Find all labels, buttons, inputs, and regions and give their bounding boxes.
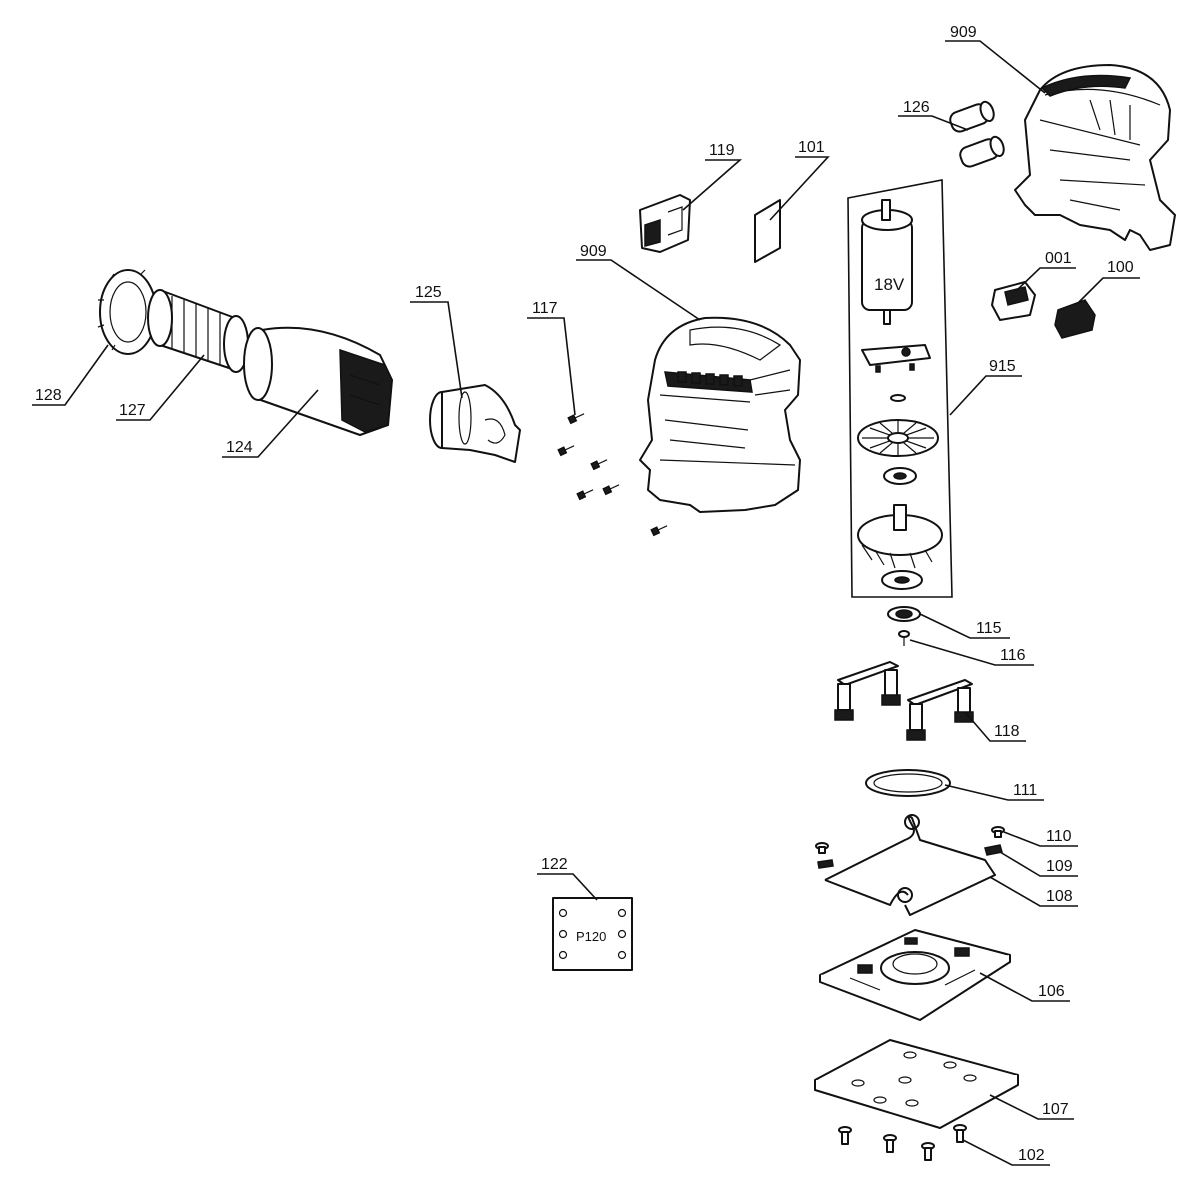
callout-110: 110 [1003,828,1078,847]
callout-909-mid: 909 [576,243,701,321]
callout-label-909-top: 909 [950,24,977,41]
callout-label-108: 108 [1046,888,1073,905]
callout-101: 101 [769,139,830,221]
part-108-spring-frame [824,814,996,916]
part-909-main-housing [639,316,801,513]
callout-116: 116 [909,639,1034,666]
callout-label-106: 106 [1038,983,1065,1000]
callout-102: 102 [962,1139,1050,1166]
callout-label-118: 118 [994,723,1020,740]
callout-128: 128 [32,344,109,406]
callout-108: 108 [989,876,1078,907]
callout-119: 119 [682,142,743,211]
callout-label-116: 116 [1000,647,1026,664]
part-126-carbon-brushes [949,100,1005,168]
callout-label-100: 100 [1107,259,1134,276]
part-909-rear-housing [1014,64,1176,251]
callout-909-top: 909 [945,24,1046,94]
callout-124: 124 [222,389,319,458]
callout-915: 915 [949,358,1022,416]
part-110-screw-left [815,842,834,869]
callout-127: 127 [116,354,205,421]
callout-label-115: 115 [976,620,1002,637]
callout-118: 118 [964,711,1026,742]
part-117-screws [557,413,668,537]
callout-label-102: 102 [1018,1147,1045,1164]
part-101-plate [754,199,781,263]
callout-100: 100 [1077,259,1140,304]
part-109-clamp [984,844,1003,856]
callout-label-122: 122 [541,856,568,873]
callout-label-124: 124 [226,439,253,456]
callout-label-119: 119 [709,142,735,159]
part-115-bearing [887,606,921,622]
part-125-adapter [429,384,521,463]
callout-label-109: 109 [1046,858,1073,875]
part-118-legs [834,661,974,741]
callout-122: 122 [537,856,598,901]
callout-label-128: 128 [35,387,62,404]
callout-107: 107 [989,1094,1074,1120]
part-106-base-plate [819,929,1011,1021]
part-119-bracket [639,194,691,253]
callout-125: 125 [410,284,463,399]
part-128-cap-ring [97,269,157,355]
sanding-sheet-grit-label: P120 [576,929,606,944]
callout-115: 115 [919,613,1010,639]
part-102-screws [838,1124,967,1161]
part-915-motor-assembly: 18V [847,179,953,598]
motor-voltage-label: 18V [874,275,905,294]
part-110-screw [991,826,1005,838]
callout-label-909-mid: 909 [580,243,607,260]
callout-126: 126 [898,99,969,131]
callout-label-915: 915 [989,358,1016,375]
callout-label-127: 127 [119,402,146,419]
part-124-dust-container [243,326,393,436]
callout-label-001: 001 [1045,250,1072,267]
callout-109: 109 [999,851,1078,877]
part-116-screw [898,630,910,646]
callout-label-101: 101 [798,139,825,156]
part-127-filter [147,289,249,373]
callout-111: 111 [944,782,1044,801]
callout-label-111: 111 [1013,782,1037,799]
callout-label-107: 107 [1042,1101,1069,1118]
part-111-seal-ring [865,769,951,797]
callout-label-117: 117 [532,300,558,317]
callout-106: 106 [979,972,1070,1002]
callout-117: 117 [527,300,576,416]
part-100-switch-cap [1054,299,1096,339]
part-107-sanding-pad [814,1039,1019,1129]
callout-001: 001 [1015,250,1076,292]
callout-label-125: 125 [415,284,442,301]
callout-label-110: 110 [1046,828,1072,845]
part-122-sanding-sheet: P120 [552,897,633,971]
callout-label-126: 126 [903,99,930,116]
part-001-switch [991,281,1036,321]
